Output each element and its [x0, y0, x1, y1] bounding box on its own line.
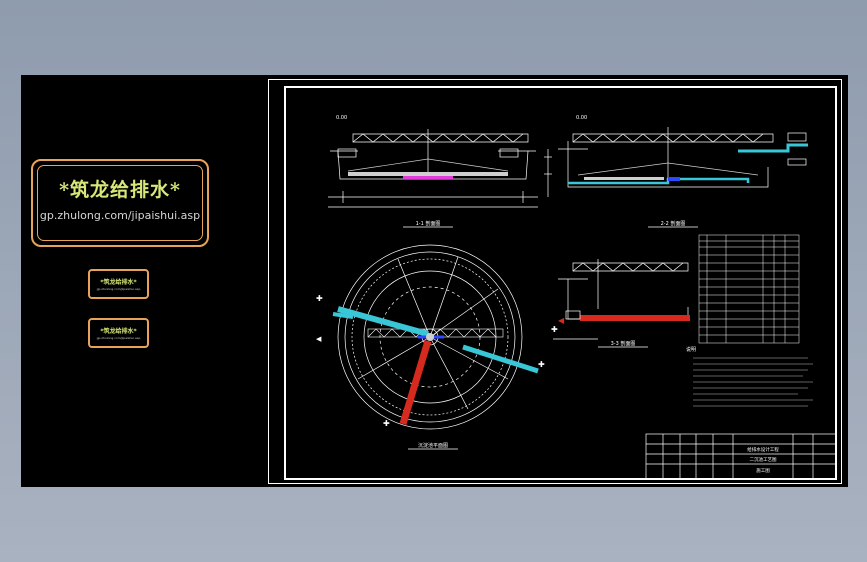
section-1-title: 1-1 剖面图: [416, 220, 441, 227]
badge-logo-2: *筑龙给排水* gp.zhulong.com/jipaishui.asp: [88, 318, 149, 348]
inlet-stub-plan: [332, 312, 354, 319]
title-block-sheet: 施工图: [756, 467, 770, 474]
outer-frame: [268, 79, 842, 484]
center-pipe-2: [668, 177, 680, 181]
elevation-label-1: 0.00: [336, 115, 347, 121]
effluent-channel-2: [738, 143, 808, 153]
section-2-title: 2-2 剖面图: [661, 220, 686, 227]
sludge-pipe-3: [580, 315, 690, 321]
title-block-drawing-title: 二沉池工艺图: [750, 456, 777, 463]
section-2-2: [544, 127, 807, 197]
inlet-arrow-icon: ◀: [316, 335, 322, 343]
title-block-project: 给排水设计工程: [747, 446, 779, 453]
outlet-pipe-1: [403, 176, 453, 179]
section-3-3: [553, 259, 689, 340]
elevation-label-2: 0.00: [576, 115, 587, 121]
notes-heading: 说明: [686, 346, 696, 353]
section-1-1: [328, 129, 538, 208]
badge-title: *筑龙给排水*: [100, 279, 137, 286]
section-3-title: 3-3 剖面图: [611, 340, 636, 347]
section-marker-icon-2: ✚: [551, 325, 558, 334]
center-column: [426, 333, 434, 341]
section-marker-icon: ✚: [383, 419, 390, 428]
badge-url: gp.zhulong.com/jipaishui.asp: [96, 287, 141, 291]
banner-title: *筑龙给排水*: [59, 179, 181, 201]
cad-viewport[interactable]: *筑龙给排水* gp.zhulong.com/jipaishui.asp *筑龙…: [21, 75, 848, 487]
badge-logo-1: *筑龙给排水* gp.zhulong.com/jipaishui.asp: [88, 269, 149, 299]
inlet-pipe-plan: [337, 306, 429, 337]
plan-title: 沉淀池平面图: [418, 442, 448, 449]
badge-title: *筑龙给排水*: [100, 328, 137, 335]
design-notes: [693, 357, 813, 407]
badge-url: gp.zhulong.com/jipaishui.asp: [96, 336, 141, 340]
sump-3: [565, 310, 581, 320]
title-block: [645, 433, 837, 480]
north-arrow-1: ✚: [316, 294, 323, 303]
drawing-sheet: 0.00 1-1 剖面图 0.00 2-2 剖面图: [268, 79, 842, 484]
zhulong-logo-banner: *筑龙给排水* gp.zhulong.com/jipaishui.asp: [31, 159, 209, 247]
outlet-pipe-plan: [462, 344, 539, 374]
sludge-zone-1: [348, 172, 508, 176]
banner-inner-border: [37, 165, 203, 241]
inner-frame: [284, 86, 837, 480]
material-table: [698, 234, 800, 344]
sludge-zone-2: [584, 177, 664, 180]
direction-marker-icon: ✚: [538, 360, 545, 369]
sludge-pipe-plan: [399, 339, 432, 426]
sludge-arrow-3: ◀: [558, 316, 565, 325]
banner-url: gp.zhulong.com/jipaishui.asp: [39, 209, 201, 222]
